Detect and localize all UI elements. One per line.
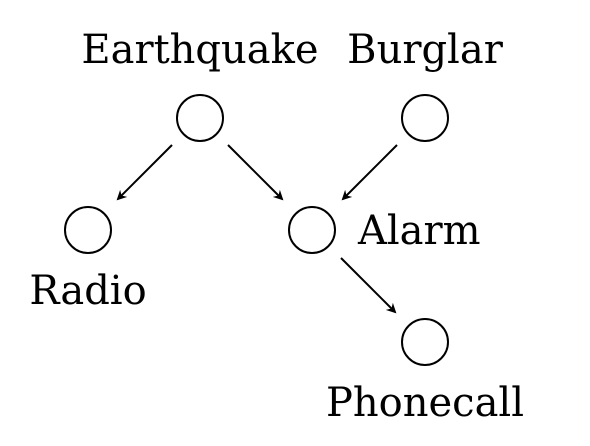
label-alarm: Alarm [357,208,481,254]
node-radio [64,206,112,254]
node-earthquake [176,94,224,142]
node-alarm [288,206,336,254]
node-burglar [401,94,449,142]
label-earthquake: Earthquake [81,27,318,73]
label-radio: Radio [29,268,146,314]
edge-burglar-alarm [341,144,398,201]
edge-alarm-phonecall [340,257,397,314]
edge-earthquake-alarm [227,144,284,201]
label-phonecall: Phonecall [326,380,524,426]
node-phonecall [401,318,449,366]
label-burglar: Burglar [347,27,504,73]
edge-earthquake-radio [116,144,173,201]
